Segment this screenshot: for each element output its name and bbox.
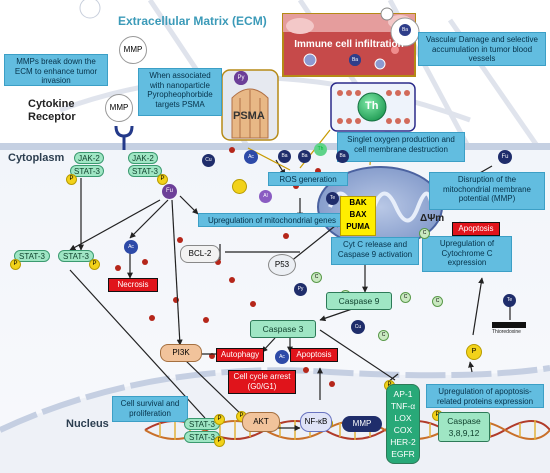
- caspase-multi-box: Caspase 3,8,9,12: [438, 412, 490, 442]
- jak2-right: JAK-2: [128, 152, 158, 164]
- nuclear-envelope: [0, 365, 550, 433]
- callout-disruption: Disruption of the mitochondrial membrane…: [429, 172, 545, 210]
- callout-upreg-cytc: Upregulation of Cytochrome C expression: [422, 236, 512, 272]
- te-compound-right: Te: [503, 294, 516, 307]
- line-pi3k-akt: [184, 359, 246, 419]
- psma-receptor-image: [221, 69, 279, 141]
- stat3-mid-right: STAT-3: [58, 250, 94, 262]
- arrow-fu-pi3k: [171, 199, 183, 346]
- thioredoxine-label: Thioredoxine: [492, 329, 521, 335]
- ecm-title: Extracellular Matrix (ECM): [118, 14, 267, 28]
- nfkb-node: NF-κB: [300, 412, 332, 432]
- apoptosis-mid-box: Apoptosis: [290, 348, 338, 362]
- callout-immune: Immune cell infiltration: [294, 39, 404, 50]
- py-compound-mid: Py: [294, 283, 307, 296]
- ac-compound-mid: Ac: [275, 350, 289, 364]
- jak2-left: JAK-2: [74, 152, 104, 164]
- c-marker-5: C: [432, 296, 443, 307]
- inhibit-nfkb: [319, 329, 396, 381]
- phosphate-5: P: [214, 414, 225, 425]
- arrow-casp9-casp3: [319, 307, 356, 322]
- callout-mmps: MMPs break down the ECM to enhance tumor…: [4, 54, 108, 86]
- callout-singlet: Singlet oxygen production and cell membr…: [337, 132, 465, 162]
- stat3-left: STAT-3: [70, 165, 104, 177]
- autophagy-box: Autophagy: [216, 348, 264, 362]
- ap1-group-box: AP-1 TNF-α LOX COX HER-2 EGFR: [386, 384, 420, 464]
- yellow-compound: [232, 179, 247, 194]
- callout-cytc: Cyt C release and Caspase 9 activation: [331, 237, 419, 265]
- cell-membrane: [0, 143, 550, 150]
- phosphate-11: P: [466, 344, 482, 360]
- arrow-fu-mito-genes: [179, 195, 199, 215]
- stat3-mid-left: STAT-3: [14, 250, 50, 262]
- ecm-cell-circle: [79, 0, 101, 19]
- ba-compound-2: Ba: [349, 54, 361, 66]
- cytokine-receptor-label: Cytokine Receptor: [28, 98, 76, 123]
- mmp-circle-receptor: MMP: [105, 94, 133, 122]
- callout-psma: When associated with nanoparticle Pyroph…: [138, 68, 222, 116]
- callout-survival: Cell survival and proliferation: [112, 396, 188, 422]
- callout-apop-genes: Upregulation of apoptosis-related protei…: [426, 384, 544, 408]
- stat3-right: STAT-3: [128, 165, 162, 177]
- thioredoxine-bar: [492, 322, 526, 328]
- caspase9-box: Caspase 9: [326, 292, 392, 310]
- te-compound-top: Te: [326, 192, 339, 205]
- phosphate-1: P: [66, 174, 77, 185]
- ac-compound-left: Ac: [124, 240, 138, 254]
- phosphate-4: P: [89, 259, 100, 270]
- arrow-apop-genes: [468, 361, 475, 373]
- fu-compound-left: Fu: [162, 184, 177, 199]
- cu-compound-mid: Cu: [351, 320, 365, 334]
- arrow-casp3-autophagy: [261, 337, 276, 353]
- callout-mito-genes: Upregulation of mitochondrial genes: [198, 213, 346, 227]
- apoptosis-right-box: Apoptosis: [452, 222, 500, 236]
- p53-node: P53: [268, 254, 296, 276]
- pi3k-node: PI3K: [160, 344, 202, 362]
- arrow-fu-stat: [69, 199, 161, 251]
- arrow-p53: [289, 221, 341, 263]
- phosphate-3: P: [10, 259, 21, 270]
- th-label: Th: [365, 100, 379, 112]
- line-stat-nucleus: [69, 269, 206, 419]
- mmp-nucleus-node: MMP: [342, 416, 382, 432]
- arrow-fu-ac: [129, 199, 169, 239]
- cytoplasm-label: Cytoplasm: [8, 152, 65, 164]
- arrow-p-cytc: [472, 277, 485, 336]
- c-marker-4: C: [400, 292, 411, 303]
- psma-label: PSMA: [233, 110, 265, 122]
- necrosis-box: Necrosis: [108, 278, 158, 292]
- ba-compound-3: Ba: [278, 150, 291, 163]
- py-compound-psma: Py: [234, 71, 248, 85]
- nucleus-label: Nucleus: [66, 418, 109, 430]
- phosphate-6: P: [214, 436, 225, 447]
- bcl2-node: BCL-2: [180, 245, 220, 263]
- cu-compound-top: Cu: [202, 154, 215, 167]
- callout-ros: ROS generation: [268, 172, 348, 186]
- ba-compound-4: Ba: [298, 150, 311, 163]
- phosphate-2: P: [157, 174, 168, 185]
- ac-compound-top: Ac: [244, 150, 258, 164]
- cytokine-receptor-shape: [114, 125, 134, 150]
- ba-compound-1: Ba: [399, 24, 411, 36]
- delta-psi-label: ΔΨm: [420, 213, 445, 224]
- cell-cycle-box: Cell cycle arrest (G0/G1): [228, 370, 296, 394]
- c-marker-2: C: [311, 272, 322, 283]
- akt-node: AKT: [242, 412, 280, 432]
- bak-bax-puma-box: BAK BAX PUMA: [340, 196, 376, 236]
- th-membrane-image: [330, 82, 416, 132]
- mmp-circle-top: MMP: [119, 36, 147, 64]
- ros-dots: [115, 147, 335, 387]
- ba-compound-5: Ba: [336, 150, 349, 163]
- c-marker-6: C: [378, 330, 389, 341]
- fu-compound-right: Fu: [498, 150, 512, 164]
- callout-vascular: Vascular Damage and selective accumulati…: [418, 32, 546, 66]
- c-marker-1: C: [419, 228, 430, 239]
- al-compound: Al: [259, 190, 272, 203]
- th-compound-small: Th: [314, 143, 327, 156]
- caspase3-box: Caspase 3: [250, 320, 316, 338]
